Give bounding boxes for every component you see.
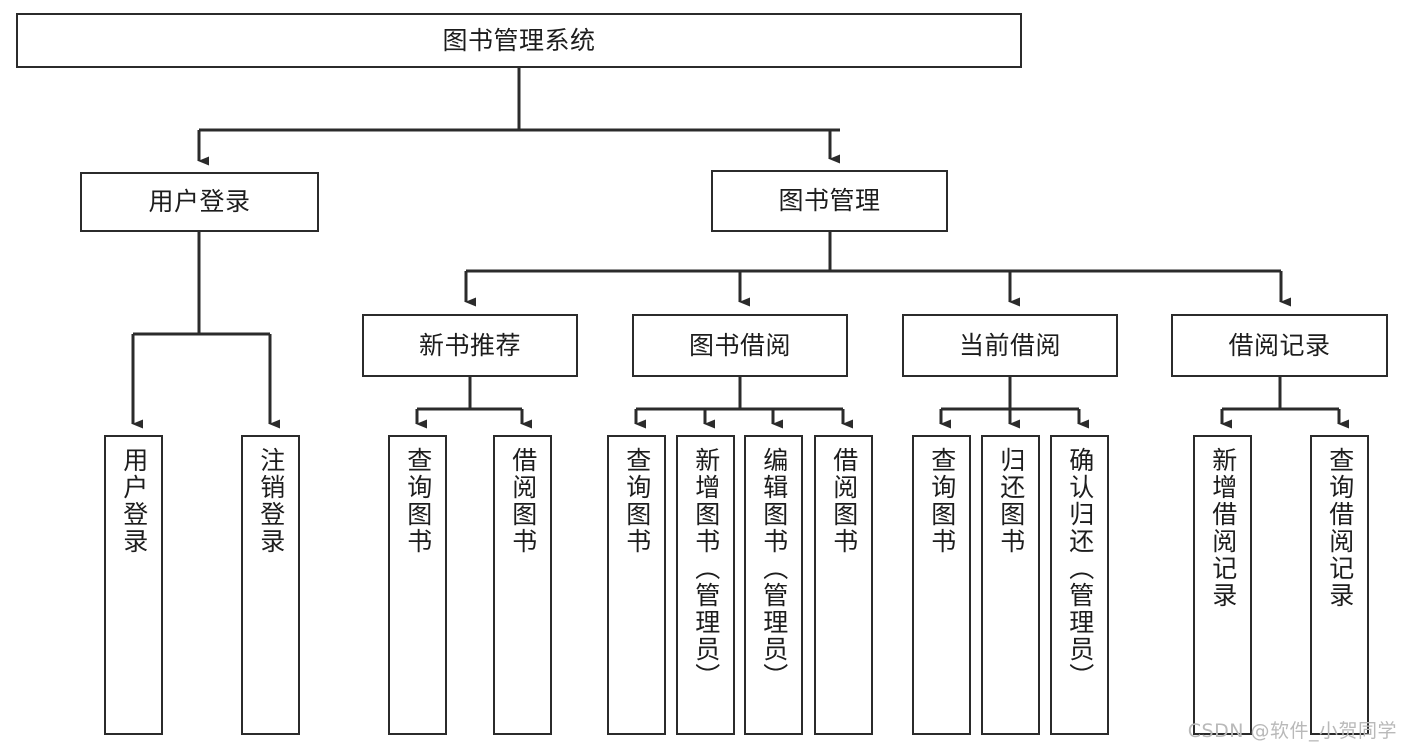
leaf-label: 新增借阅记录 <box>1208 447 1238 609</box>
leaf-borrow-add-book-admin[interactable]: 新增图书（管理员） <box>676 435 735 735</box>
leaf-label: 查询图书 <box>622 447 652 555</box>
leaf-record-query-record[interactable]: 查询借阅记录 <box>1310 435 1369 735</box>
leaf-label: 借阅图书 <box>829 447 859 555</box>
leaf-current-return-book[interactable]: 归还图书 <box>981 435 1040 735</box>
leaf-label: 查询图书 <box>927 447 957 555</box>
leaf-new-book-query[interactable]: 查询图书 <box>388 435 447 735</box>
leaf-label: 注销登录 <box>256 447 286 555</box>
leaf-label: 查询借阅记录 <box>1325 447 1355 609</box>
leaf-label: 用户登录 <box>119 447 149 555</box>
node-new-book-recommend[interactable]: 新书推荐 <box>362 314 578 377</box>
node-book-borrow[interactable]: 图书借阅 <box>632 314 848 377</box>
leaf-label: 借阅图书 <box>508 447 538 555</box>
leaf-borrow-borrow-book[interactable]: 借阅图书 <box>814 435 873 735</box>
leaf-current-confirm-return-admin[interactable]: 确认归还（管理员） <box>1050 435 1109 735</box>
node-user-login[interactable]: 用户登录 <box>80 172 319 232</box>
leaf-borrow-edit-book-admin[interactable]: 编辑图书（管理员） <box>744 435 803 735</box>
node-current-borrow[interactable]: 当前借阅 <box>902 314 1118 377</box>
leaf-label: 查询图书 <box>403 447 433 555</box>
leaf-label: 确认归还（管理员） <box>1065 447 1095 690</box>
leaf-user-login-logout[interactable]: 注销登录 <box>241 435 300 735</box>
leaf-current-query-book[interactable]: 查询图书 <box>912 435 971 735</box>
leaf-borrow-query-book[interactable]: 查询图书 <box>607 435 666 735</box>
leaf-user-login-login[interactable]: 用户登录 <box>104 435 163 735</box>
leaf-record-add-record[interactable]: 新增借阅记录 <box>1193 435 1252 735</box>
node-borrow-record[interactable]: 借阅记录 <box>1171 314 1388 377</box>
node-root[interactable]: 图书管理系统 <box>16 13 1022 68</box>
leaf-label: 编辑图书（管理员） <box>759 447 789 690</box>
leaf-label: 归还图书 <box>996 447 1026 555</box>
csdn-watermark: CSDN @软件_小贺同学 <box>1187 720 1397 742</box>
node-book-management[interactable]: 图书管理 <box>711 170 948 232</box>
leaf-new-book-borrow[interactable]: 借阅图书 <box>493 435 552 735</box>
leaf-label: 新增图书（管理员） <box>691 447 721 690</box>
